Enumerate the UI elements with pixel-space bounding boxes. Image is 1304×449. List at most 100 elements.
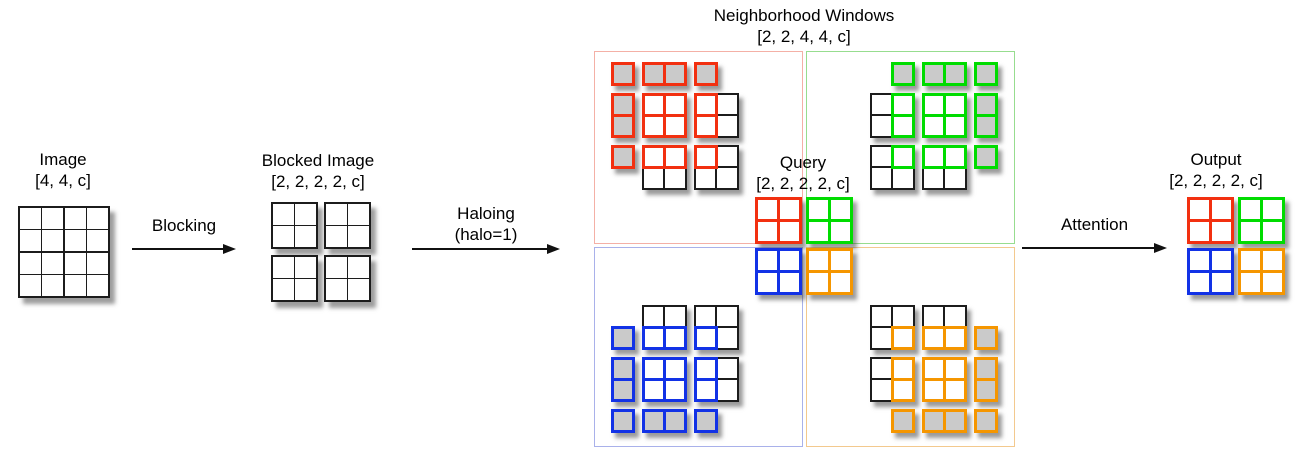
window-cell-inside bbox=[694, 114, 718, 138]
window-cell-outside bbox=[870, 166, 894, 190]
window-cell-halo bbox=[611, 378, 635, 402]
image-title: Image bbox=[39, 150, 87, 169]
haloing-arrow-label: Haloing (halo=1) bbox=[412, 203, 560, 245]
block-cell bbox=[780, 222, 799, 241]
block-cell bbox=[831, 200, 850, 219]
window-cell-outside bbox=[715, 305, 739, 329]
window-cell-halo bbox=[943, 409, 967, 433]
window-cell-halo bbox=[611, 93, 635, 117]
window-cell-halo bbox=[974, 114, 998, 138]
block-cell bbox=[1212, 200, 1231, 219]
window-cell-outside bbox=[715, 114, 739, 138]
window-cell-inside bbox=[694, 378, 718, 402]
grid-cell bbox=[273, 257, 294, 278]
arrow-head-icon bbox=[223, 244, 236, 254]
window-cell-halo bbox=[891, 409, 915, 433]
window-cell-inside bbox=[663, 114, 687, 138]
block-cell bbox=[1241, 222, 1260, 241]
grid-cell bbox=[348, 204, 369, 225]
window-cell-inside bbox=[922, 326, 946, 350]
quadrant-box-bottom-right bbox=[806, 247, 1015, 447]
block-cell bbox=[809, 222, 828, 241]
grid-cell bbox=[20, 208, 41, 229]
block-cell bbox=[1241, 251, 1260, 270]
window-cell-inside bbox=[694, 326, 718, 350]
window-cell-halo bbox=[611, 62, 635, 86]
arrow-head-icon bbox=[547, 244, 560, 254]
orange-window-chunk bbox=[922, 409, 967, 433]
window-cell-inside bbox=[943, 378, 967, 402]
orange-window-chunk bbox=[870, 305, 915, 350]
grid-cell bbox=[42, 208, 64, 229]
quadrant-box-bottom-left bbox=[594, 247, 803, 447]
output-block-green bbox=[1238, 197, 1285, 244]
window-cell-outside bbox=[663, 305, 687, 329]
grid-cell bbox=[295, 257, 316, 278]
grid-cell bbox=[273, 279, 294, 300]
image-label: Image [4, 4, c] bbox=[17, 149, 109, 191]
window-cell-inside bbox=[943, 114, 967, 138]
haloing-arrow bbox=[412, 243, 560, 255]
arrow-line bbox=[412, 248, 547, 250]
grid-cell bbox=[87, 230, 108, 252]
grid-cell bbox=[64, 230, 86, 252]
block-cell bbox=[1212, 222, 1231, 241]
grid-cell bbox=[20, 275, 41, 296]
window-cell-inside bbox=[891, 93, 915, 117]
window-cell-halo bbox=[974, 62, 998, 86]
arrow-line bbox=[132, 248, 223, 250]
green-window-chunk bbox=[922, 145, 967, 190]
block-cell bbox=[1263, 222, 1282, 241]
block-cell bbox=[809, 251, 828, 270]
red-window-chunk bbox=[611, 93, 635, 138]
window-cell-halo bbox=[974, 93, 998, 117]
green-window-chunk bbox=[870, 145, 915, 190]
block-cell bbox=[1263, 251, 1282, 270]
attention-arrow bbox=[1022, 242, 1167, 254]
attention-arrow-label: Attention bbox=[1022, 214, 1167, 235]
arrow-line bbox=[1022, 247, 1154, 249]
block-cell bbox=[1212, 273, 1231, 292]
image-shape: [4, 4, c] bbox=[35, 171, 91, 190]
blue-window-chunk bbox=[642, 409, 687, 433]
blue-window-chunk bbox=[642, 357, 687, 402]
block-cell bbox=[1212, 251, 1231, 270]
blue-window-chunk bbox=[611, 409, 635, 433]
grid-cell bbox=[64, 208, 86, 229]
grid-cell bbox=[87, 208, 108, 229]
blue-window-chunk bbox=[611, 357, 635, 402]
window-cell-halo bbox=[943, 62, 967, 86]
query-block-orange bbox=[806, 248, 853, 295]
blue-window-chunk bbox=[694, 357, 739, 402]
query-title: Query bbox=[779, 153, 827, 172]
window-cell-inside bbox=[663, 326, 687, 350]
blue-window-chunk bbox=[611, 326, 635, 350]
window-cell-inside bbox=[642, 326, 666, 350]
grid-cell bbox=[326, 257, 347, 278]
red-window-chunk bbox=[642, 145, 687, 190]
red-window-chunk bbox=[642, 93, 687, 138]
window-cell-inside bbox=[891, 378, 915, 402]
blocked-block bbox=[324, 202, 371, 249]
grid-cell bbox=[295, 204, 316, 225]
orange-window-chunk bbox=[891, 409, 915, 433]
block-cell bbox=[831, 251, 850, 270]
blocked-image-label: Blocked Image [2, 2, 2, 2, c] bbox=[243, 150, 393, 192]
blocking-arrow bbox=[132, 243, 236, 255]
blocked-shape: [2, 2, 2, 2, c] bbox=[271, 172, 365, 191]
window-cell-outside bbox=[870, 114, 894, 138]
window-cell-inside bbox=[922, 145, 946, 169]
grid-cell bbox=[64, 252, 86, 274]
block-cell bbox=[780, 251, 799, 270]
blocking-arrow-label: Blocking bbox=[132, 215, 236, 236]
query-block-blue bbox=[755, 248, 802, 295]
orange-window-chunk bbox=[974, 409, 998, 433]
window-cell-inside bbox=[642, 378, 666, 402]
red-window-chunk bbox=[694, 62, 718, 86]
grid-cell bbox=[42, 275, 64, 296]
block-cell bbox=[780, 273, 799, 292]
block-cell bbox=[831, 273, 850, 292]
red-window-chunk bbox=[611, 62, 635, 86]
arrow-head-icon bbox=[1154, 243, 1167, 253]
halo-window-green bbox=[870, 62, 998, 190]
